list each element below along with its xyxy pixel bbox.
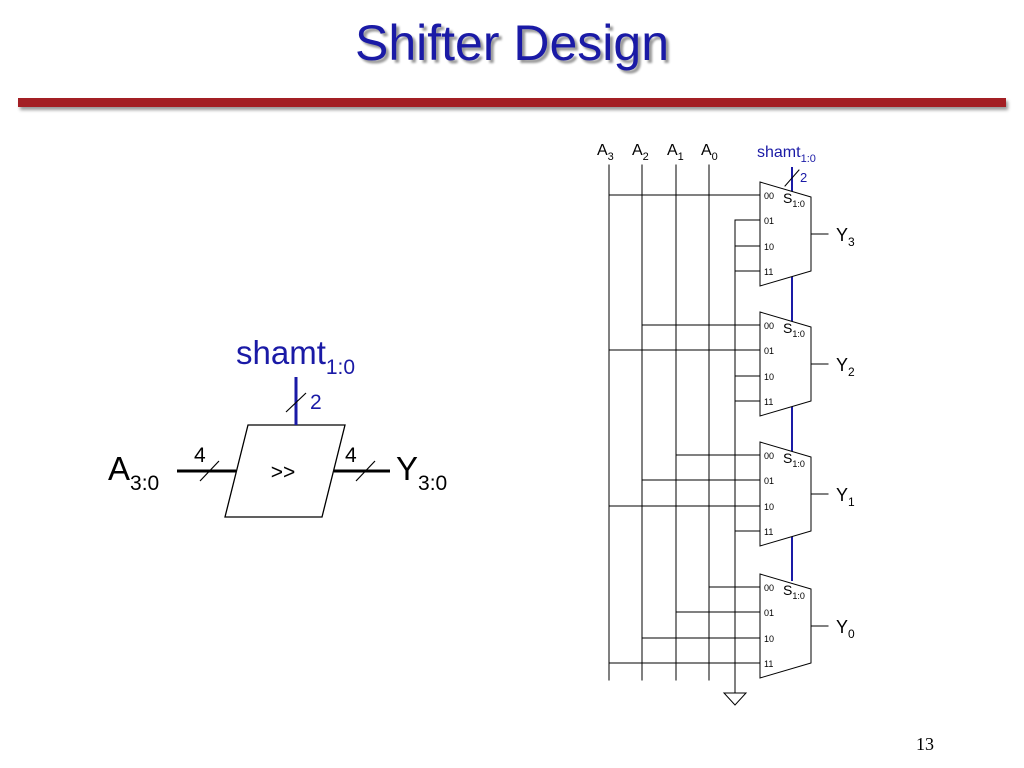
mux-y1-in1: 01 xyxy=(764,476,774,486)
mux-y3-in2: 10 xyxy=(764,242,774,252)
input-label-sub: 3:0 xyxy=(130,472,159,495)
output-width-slash xyxy=(355,460,376,482)
input-col-label-a2-sub: 2 xyxy=(643,151,649,163)
mux-y3-in0: 00 xyxy=(764,191,774,201)
schematic-shamt-slash xyxy=(784,169,800,187)
mux-y0-in0: 00 xyxy=(764,583,774,593)
shamt-label: shamt1:0 xyxy=(236,334,355,379)
mux-y2-in3: 11 xyxy=(764,397,773,407)
input-col-label-a0-main: A xyxy=(701,142,712,159)
mux-y0-in3: 11 xyxy=(764,659,773,669)
mux-y1-in3: 11 xyxy=(764,527,773,537)
output-y0-label: Y0 xyxy=(836,617,855,641)
output-y0-main: Y xyxy=(836,617,848,637)
mux-y2-in0: 00 xyxy=(764,321,774,331)
input-col-label-a1: A1 xyxy=(667,142,684,163)
mux-y3-in3: 11 xyxy=(764,267,773,277)
mux-y3-select-sub: 1:0 xyxy=(792,199,805,209)
output-y2-main: Y xyxy=(836,355,848,375)
input-col-label-a0: A0 xyxy=(701,142,718,163)
mux-y0-body xyxy=(759,573,812,679)
input-col-label-a2-main: A xyxy=(632,142,643,159)
input-col-label-a2: A2 xyxy=(632,142,649,163)
mux-y3-select: S1:0 xyxy=(783,190,805,209)
mux-y3-select-main: S xyxy=(783,190,792,206)
mux-y1-select-main: S xyxy=(783,450,792,466)
mux-y2-select: S1:0 xyxy=(783,320,805,339)
slide-title: Shifter Design xyxy=(354,15,670,71)
output-y3-main: Y xyxy=(836,225,848,245)
input-width-slash xyxy=(199,460,220,482)
mux-y1: S1:0 00 01 10 11 Y1 xyxy=(608,441,855,547)
input-col-label-a3-main: A xyxy=(597,142,608,159)
schematic-shamt-label: shamt1:0 xyxy=(757,144,816,165)
mux-y0-select-sub: 1:0 xyxy=(792,591,805,601)
input-label-main: A xyxy=(108,450,130,487)
output-label-sub: 3:0 xyxy=(418,472,447,495)
mux-y1-select-sub: 1:0 xyxy=(792,459,805,469)
input-label: A3:0 xyxy=(108,450,159,495)
shifter-block-symbol: >> 2 shamt1:0 4 A3:0 4 Y3:0 xyxy=(108,334,447,518)
output-y0-sub: 0 xyxy=(848,627,855,641)
mux-y0-in1: 01 xyxy=(764,608,774,618)
mux-y0: S1:0 00 01 10 11 Y0 xyxy=(608,573,855,679)
mux-y0-select: S1:0 xyxy=(783,582,805,601)
mux-y2-select-sub: 1:0 xyxy=(792,329,805,339)
page-number: 13 xyxy=(916,734,934,754)
operator-label: >> xyxy=(271,461,296,484)
mux-y1-in0: 00 xyxy=(764,451,774,461)
mux-y1-in2: 10 xyxy=(764,502,774,512)
output-width-label: 4 xyxy=(345,444,357,467)
output-y2-sub: 2 xyxy=(848,365,855,379)
mux-y3: S1:0 00 01 10 11 Y3 xyxy=(608,181,855,287)
mux-y3-in1: 01 xyxy=(764,216,774,226)
mux-schematic: A3 A2 A1 A0 shamt1:0 2 S1:0 00 01 10 11 xyxy=(597,142,855,706)
input-width-label: 4 xyxy=(194,444,206,467)
mux-y2-in2: 10 xyxy=(764,372,774,382)
mux-y0-in2: 10 xyxy=(764,634,774,644)
output-label-main: Y xyxy=(396,450,418,487)
shamt-label-sub: 1:0 xyxy=(326,356,355,379)
mux-y2-body xyxy=(759,311,812,417)
input-col-label-a3: A3 xyxy=(597,142,614,163)
title-rule xyxy=(18,98,1006,107)
shamt-width-label: 2 xyxy=(310,391,322,414)
shifter-box xyxy=(224,424,346,518)
input-col-label-a1-sub: 1 xyxy=(678,151,684,163)
mux-y1-select: S1:0 xyxy=(783,450,805,469)
schematic-shamt-sub: 1:0 xyxy=(801,153,816,165)
mux-y1-body xyxy=(759,441,812,547)
schematic-shamt-main: shamt xyxy=(757,144,801,161)
output-y2-label: Y2 xyxy=(836,355,855,379)
mux-y2: S1:0 00 01 10 11 Y2 xyxy=(608,311,855,417)
input-col-label-a1-main: A xyxy=(667,142,678,159)
shamt-label-main: shamt xyxy=(236,334,326,371)
input-col-label-a3-sub: 3 xyxy=(608,151,614,163)
output-y3-sub: 3 xyxy=(848,235,855,249)
shamt-width-slash xyxy=(285,392,307,413)
output-y1-label: Y1 xyxy=(836,485,855,509)
ground-icon xyxy=(722,692,748,706)
output-label: Y3:0 xyxy=(396,450,447,495)
output-y3-label: Y3 xyxy=(836,225,855,249)
output-y1-sub: 1 xyxy=(848,495,855,509)
mux-y2-in1: 01 xyxy=(764,346,774,356)
input-col-label-a0-sub: 0 xyxy=(712,151,718,163)
mux-y0-select-main: S xyxy=(783,582,792,598)
mux-y2-select-main: S xyxy=(783,320,792,336)
mux-y3-body xyxy=(759,181,812,287)
schematic-shamt-width: 2 xyxy=(800,170,807,185)
output-y1-main: Y xyxy=(836,485,848,505)
